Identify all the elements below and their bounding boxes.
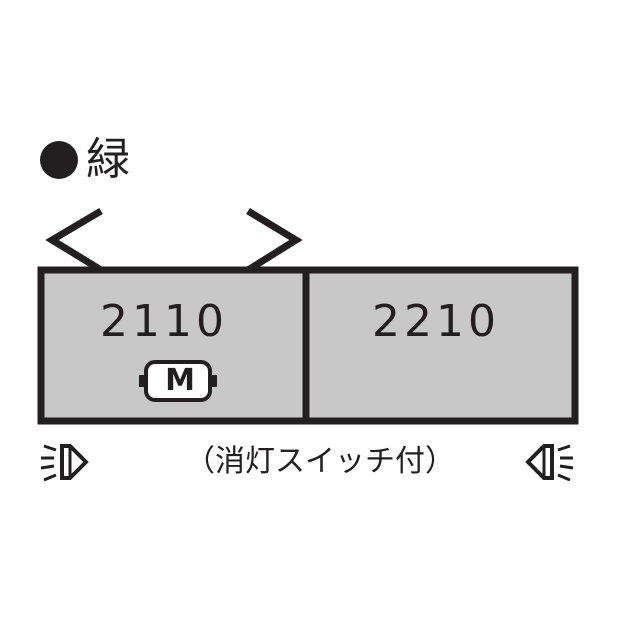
motor-badge-label: M [165, 363, 195, 398]
light-switch-note: （消灯スイッチ付） [185, 444, 455, 479]
car-number-2210: 2210 [372, 296, 500, 347]
car-body-2210 [302, 266, 579, 425]
headlight-left-icon [40, 444, 89, 482]
color-heading: 緑 [40, 138, 130, 182]
pantograph-icon [45, 207, 303, 273]
motor-badge-icon [139, 360, 217, 402]
color-heading-text: 緑 [86, 134, 130, 185]
headlight-right-icon [525, 444, 574, 482]
car-number-2110: 2110 [100, 296, 228, 347]
filled-circle-icon [40, 141, 78, 179]
